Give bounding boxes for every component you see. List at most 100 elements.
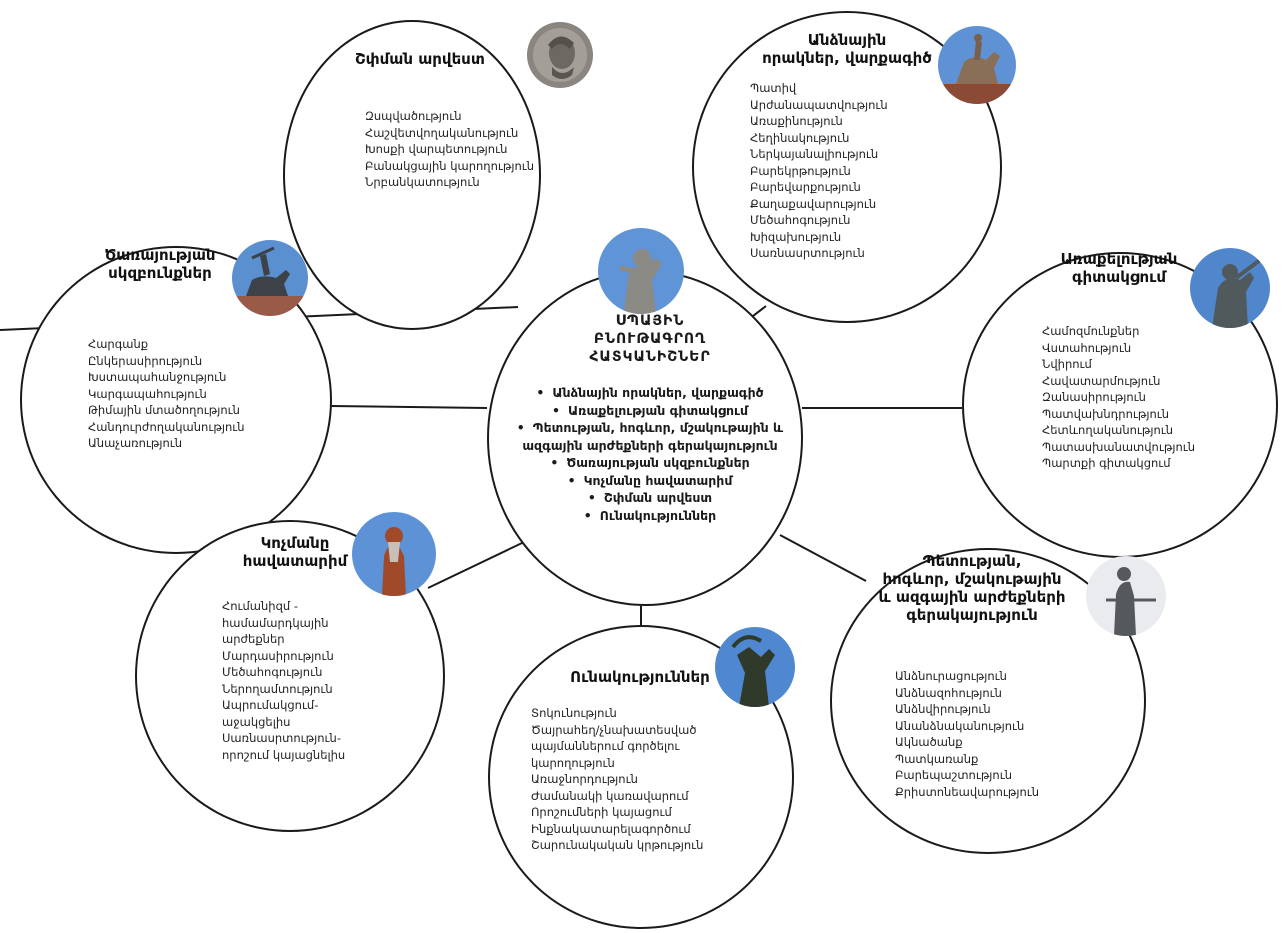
- title-line: Առաքելության: [1060, 250, 1178, 268]
- node-abilities-list: Տոկունություն Ծայրահեղ/չնախատեսված պայմա…: [531, 705, 703, 854]
- list-item: որոշում կայացնելիս: [222, 747, 346, 762]
- list-item: Հավատարմություն: [1042, 373, 1161, 388]
- list-item: Պարտքի գիտակցում: [1042, 456, 1171, 470]
- title-line: Անձնային: [807, 31, 887, 49]
- list-item: Շարունակական կրթություն: [531, 838, 704, 852]
- list-item: Որոշումների կայացում: [531, 805, 672, 819]
- list-item: Խոսքի վարպետություն: [365, 142, 508, 156]
- node-qualities-title: Անձնային որակներ, վարքագիծ: [757, 31, 937, 67]
- list-item: Բարեպաշտություն: [895, 768, 1013, 782]
- list-item: Կարգապահություն: [88, 386, 207, 401]
- list-item: Մեծահոգություն: [222, 665, 323, 679]
- node-service-list: Հարգանք Ընկերասիրություն Խստապահանջությո…: [88, 336, 245, 452]
- node-mission-title: Առաքելության գիտակցում: [1054, 250, 1184, 286]
- title-line: ԲՆՈՒԹԱԳՐՈՂ: [593, 331, 707, 347]
- list-item: աջակցելիս: [222, 714, 291, 729]
- node-service-title: Ծառայության սկզբունքներ: [90, 246, 230, 282]
- list-item: Հաշվետվողականություն: [365, 125, 519, 140]
- list-item: Մեծահոգություն: [750, 213, 851, 227]
- list-item: Սառնասրտություն-: [222, 731, 341, 745]
- list-item: Տոկունություն: [531, 706, 617, 720]
- title-line: հոգևոր, մշակութային: [882, 570, 1062, 588]
- list-item: Անձնային որակներ, վարքագիծ: [490, 384, 810, 402]
- monument-photo: [715, 627, 795, 707]
- title-line: Շփման արվեստ: [355, 50, 485, 68]
- center-statue-photo: [598, 228, 684, 314]
- list-item: Հեղինակություն: [750, 130, 850, 145]
- list-item: Ծառայության սկզբունքներ: [490, 454, 810, 472]
- list-item: Քաղաքավարություն: [750, 196, 877, 211]
- list-item: Մարդասիրություն: [222, 648, 334, 663]
- list-item: Նրբանկատություն: [365, 175, 480, 189]
- warrior-statue-photo: [1190, 248, 1270, 328]
- title-line: գերակայություն: [906, 606, 1038, 624]
- node-communication-list: Զսպվածություն Հաշվետվողականություն Խոսքի…: [365, 108, 534, 191]
- title-line: գիտակցում: [1071, 268, 1167, 286]
- list-item: Պատվախնդրություն: [1042, 406, 1170, 421]
- list-item: Բարեկրթություն: [750, 163, 851, 178]
- list-item: Բանակցային կարողություն: [365, 158, 535, 173]
- list-item: Առաջնորդություն: [531, 772, 638, 786]
- title-line: հավատարիմ: [242, 552, 348, 570]
- title-line: ՀԱՏԿԱՆԻՇՆԵՐ: [589, 349, 711, 365]
- standing-statue-photo: [352, 512, 436, 596]
- title-line: Ծառայության: [104, 246, 216, 264]
- list-item: Ակնածանք: [895, 735, 963, 749]
- list-item: Անանձնականություն: [895, 718, 1025, 733]
- list-item: Ժամանակի կառավարում: [531, 788, 689, 803]
- title-line: Կոչմանը: [260, 534, 330, 552]
- node-values-list: Անձնուրացություն Անձնազոհություն Անձնվիր…: [895, 668, 1039, 800]
- list-item: Ներողամտություն: [222, 681, 333, 696]
- list-item: Զանասիրություն: [1042, 390, 1146, 404]
- list-item: Արժանապատվություն: [750, 97, 888, 112]
- list-item: Նվիրում: [1042, 357, 1092, 371]
- list-item: Անաչառություն: [88, 436, 183, 450]
- node-communication-title: Շփման արվեստ: [355, 50, 525, 68]
- list-item: Քրիստոնեավարություն: [895, 784, 1040, 799]
- title-line: և ազգային արժեքների: [878, 588, 1066, 606]
- list-item: Պատիվ: [750, 81, 797, 95]
- title-line: որակներ, վարքագիծ: [762, 49, 932, 67]
- node-values-title: Պետության, հոգևոր, մշակութային և ազգային…: [862, 552, 1082, 624]
- list-item: Ընկերասիրություն: [88, 353, 203, 368]
- center-list: Անձնային որակներ, վարքագիծ Առաքելության …: [490, 384, 810, 524]
- list-item: Հանդուրժողականություն: [88, 419, 245, 434]
- title-line: Ունակություններ: [570, 668, 710, 686]
- connector-line: [427, 542, 523, 589]
- list-item: Պատկառանք: [895, 751, 979, 766]
- list-item: Ինքնակատարելագործում: [531, 821, 691, 836]
- list-item: Առաքինություն: [750, 114, 843, 128]
- list-item: Պատասխանատվություն: [1042, 439, 1196, 454]
- list-item: Զսպվածություն: [365, 109, 462, 123]
- list-item: Ապրումակցում-: [222, 698, 319, 712]
- mother-armenia-photo: [1086, 556, 1166, 636]
- list-item: Շփման արվեստ: [490, 489, 810, 507]
- title-line: սկզբունքներ: [108, 264, 212, 282]
- list-item: արժեքներ: [222, 632, 285, 646]
- node-abilities-title: Ունակություններ: [565, 668, 715, 686]
- node-communication: [283, 20, 541, 330]
- list-item: Հարգանք: [88, 337, 149, 351]
- node-mission-list: Համոզմունքներ Վստահություն Նվիրում Հավատ…: [1042, 323, 1195, 472]
- list-item: Խստապահանջություն: [88, 370, 227, 384]
- list-item: Ունակություններ: [490, 507, 810, 525]
- list-item: Պետության, հոգևոր, մշակութային և ազգային…: [490, 419, 810, 454]
- list-item: Համոզմունքներ: [1042, 324, 1140, 338]
- list-item: Անձնազոհություն: [895, 685, 1002, 700]
- list-item: Թիմային մտածողություն: [88, 403, 240, 417]
- list-item: Կոչմանը հավատարիմ: [490, 472, 810, 490]
- list-item: Վստահություն: [1042, 340, 1132, 355]
- list-item: պայմաններում գործելու: [531, 739, 680, 753]
- list-item: Ծայրահեղ/չնախատեսված: [531, 722, 697, 737]
- node-loyal-list: Հումանիզմ - համամարդկային արժեքներ Մարդա…: [222, 598, 345, 763]
- connector-line: [779, 534, 867, 582]
- list-item: Հումանիզմ -: [222, 599, 298, 613]
- list-item: Առաքելության գիտակցում: [490, 402, 810, 420]
- equestrian-statue-photo: [938, 26, 1016, 104]
- list-item: Անձնվիրություն: [895, 702, 991, 716]
- list-item: Անձնուրացություն: [895, 669, 1007, 683]
- title-line: ՍՊԱՅԻՆ: [615, 313, 685, 329]
- list-item: Սառնասրտություն: [750, 246, 865, 260]
- list-item: կարողություն: [531, 755, 615, 770]
- connector-line: [329, 405, 488, 409]
